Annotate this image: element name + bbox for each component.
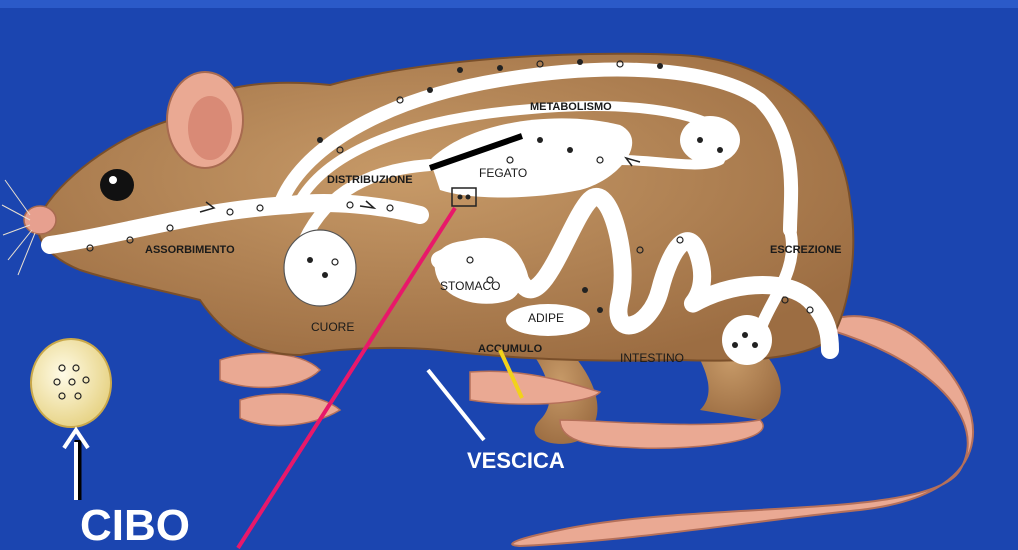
label-assorbimento: ASSORBIMENTO [145, 244, 235, 256]
label-fegato: FEGATO [479, 166, 527, 180]
label-metabolismo: METABOLISMO [530, 101, 612, 113]
rat-body [38, 54, 853, 361]
label-escrezione: ESCREZIONE [770, 244, 842, 256]
rat-eye [100, 169, 134, 201]
rat-eye-highlight [109, 176, 117, 184]
rat-nose [24, 206, 56, 234]
bladder-organ [722, 315, 772, 365]
label-cibo: CIBO [80, 501, 190, 550]
label-stomaco: STOMACO [440, 279, 500, 293]
kidney-organ [680, 116, 740, 164]
label-vescica: VESCICA [467, 448, 565, 473]
food-pellet-icon [31, 339, 111, 427]
label-intestino: INTESTINO [620, 351, 684, 365]
rat-hind-foot [560, 420, 763, 448]
label-distribuzione: DISTRIBUZIONE [327, 174, 413, 186]
label-cuore: CUORE [311, 320, 354, 334]
top-band [0, 0, 1018, 8]
label-adipe: ADIPE [528, 311, 564, 325]
label-accumulo: ACCUMULO [478, 343, 543, 355]
heart-organ [284, 230, 356, 306]
rat-ear-inner [188, 96, 232, 160]
rat-front-foot-left [220, 353, 320, 387]
